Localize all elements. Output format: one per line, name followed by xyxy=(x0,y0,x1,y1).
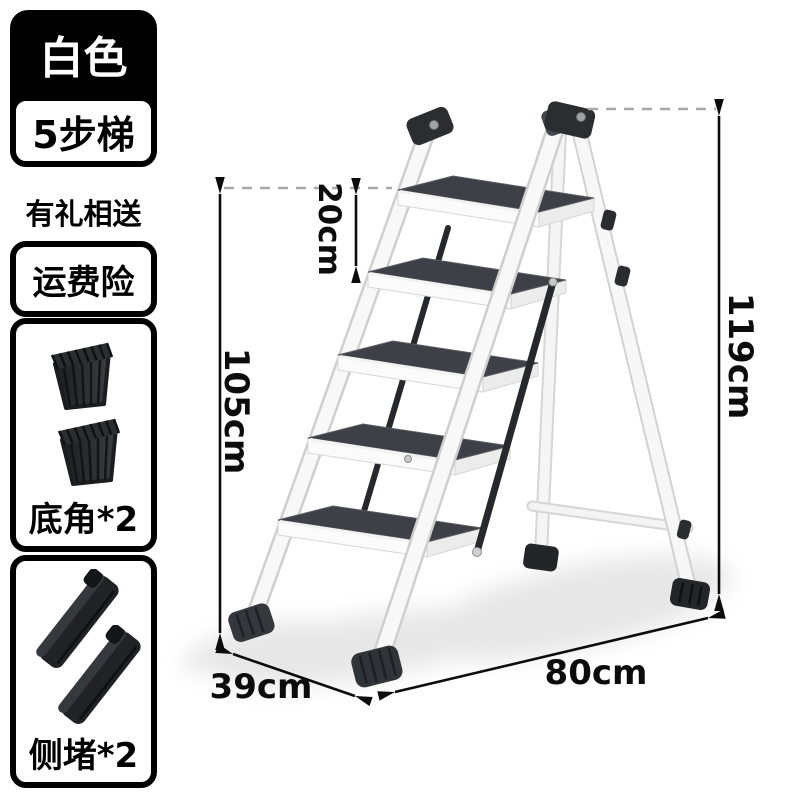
step-4 xyxy=(307,423,511,476)
step-count-badge: 5步梯 xyxy=(10,95,157,167)
gift-item-shipping-insurance: 运费险 xyxy=(10,241,157,317)
step-3 xyxy=(337,340,539,393)
dim-label-depth: 39cm xyxy=(210,667,313,707)
hanging-peg-icon xyxy=(600,209,692,540)
dim-line-depth xyxy=(215,643,373,707)
rear-right-leg xyxy=(570,118,698,600)
top-cap-left xyxy=(406,106,454,146)
front-left-rail xyxy=(244,115,439,629)
dim-label-front-height: 105cm xyxy=(216,348,256,475)
step-5 xyxy=(277,505,483,558)
gift-item-rubber-feet: 底角*2 xyxy=(10,318,157,552)
gift-section-title: 有礼相送 xyxy=(25,197,142,231)
dim-label-total-height: 119cm xyxy=(720,293,760,420)
dim-label-width: 80cm xyxy=(545,653,648,693)
rubber-foot-icon xyxy=(50,342,114,410)
gift-item-label: 底角*2 xyxy=(28,500,139,540)
gift-item-label: 侧堵*2 xyxy=(28,736,139,776)
dimension-annotations: 20cm 105cm 119cm 39cm 80cm xyxy=(210,99,760,707)
front-right-rail xyxy=(370,111,568,670)
step-2 xyxy=(367,257,567,310)
rear-cross-brace xyxy=(526,500,694,534)
step-1 xyxy=(397,175,595,228)
dim-label-step-gap: 20cm xyxy=(311,182,347,276)
top-cap-right xyxy=(541,101,596,139)
rubber-foot-icon xyxy=(57,418,121,486)
color-name-badge: 白色 xyxy=(39,33,128,84)
side-plug-icon xyxy=(36,569,119,668)
side-plug-icon xyxy=(58,625,141,724)
foot-rear-left xyxy=(523,543,559,572)
variant-badge: 白色 5步梯 xyxy=(10,10,157,167)
gift-item-side-plugs: 侧堵*2 xyxy=(10,555,157,788)
dim-line-width xyxy=(377,609,726,701)
foot-front-left xyxy=(228,603,275,642)
foot-rear-right xyxy=(669,578,711,610)
right-fold-brace xyxy=(404,277,558,557)
